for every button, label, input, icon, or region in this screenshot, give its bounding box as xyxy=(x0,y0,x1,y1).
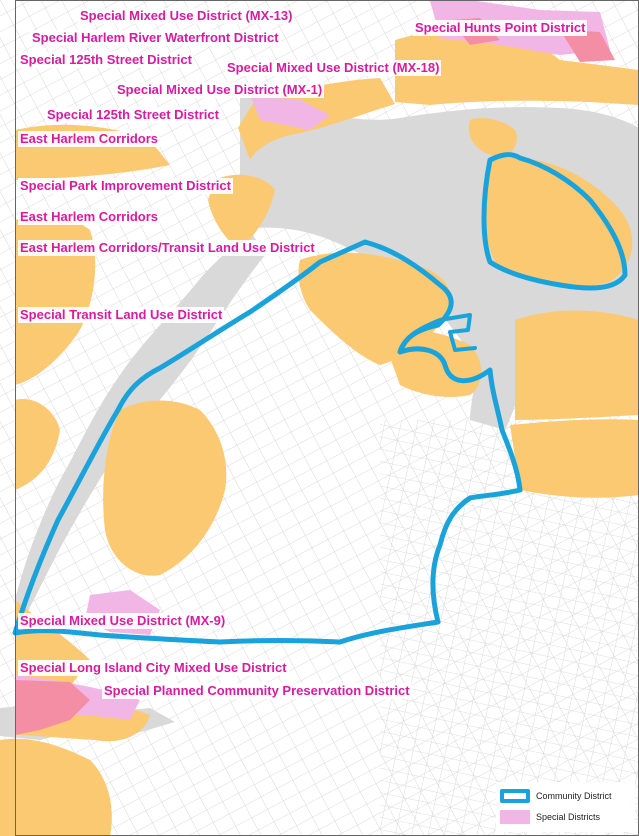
label-park-improvement: Special Park Improvement District xyxy=(18,178,233,194)
label-mx-13: Special Mixed Use District (MX-13) xyxy=(78,8,295,24)
community-district-boundary xyxy=(12,239,523,645)
community-district-swatch-icon xyxy=(500,789,530,803)
community-district-boundary-pier xyxy=(398,313,477,352)
label-mx-1: Special Mixed Use District (MX-1) xyxy=(115,82,325,98)
label-long-island-city: Special Long Island City Mixed Use Distr… xyxy=(18,660,289,676)
label-mx-18: Special Mixed Use District (MX-18) xyxy=(225,60,442,76)
legend-label: Special Districts xyxy=(536,812,601,822)
label-125th-street-1: Special 125th Street District xyxy=(18,52,194,68)
legend-item-special-districts: Special Districts xyxy=(500,809,600,825)
legend-label: Community District xyxy=(536,791,612,801)
label-east-harlem-corridors-1: East Harlem Corridors xyxy=(18,131,160,147)
label-mx-9: Special Mixed Use District (MX-9) xyxy=(18,613,228,629)
label-harlem-river-waterfront: Special Harlem River Waterfront District xyxy=(30,30,281,46)
label-hunts-point: Special Hunts Point District xyxy=(413,20,588,36)
special-district-swatch-icon xyxy=(500,810,530,824)
label-east-harlem-transit: East Harlem Corridors/Transit Land Use D… xyxy=(18,240,317,256)
label-transit-land-use: Special Transit Land Use District xyxy=(18,307,225,323)
map-legend: Community District Special Districts xyxy=(496,782,635,832)
label-planned-community: Special Planned Community Preservation D… xyxy=(102,683,412,699)
community-district-boundary-north xyxy=(481,152,628,291)
label-125th-street-2: Special 125th Street District xyxy=(45,107,221,123)
label-east-harlem-corridors-2: East Harlem Corridors xyxy=(18,209,160,225)
legend-item-community-district: Community District xyxy=(500,788,612,804)
